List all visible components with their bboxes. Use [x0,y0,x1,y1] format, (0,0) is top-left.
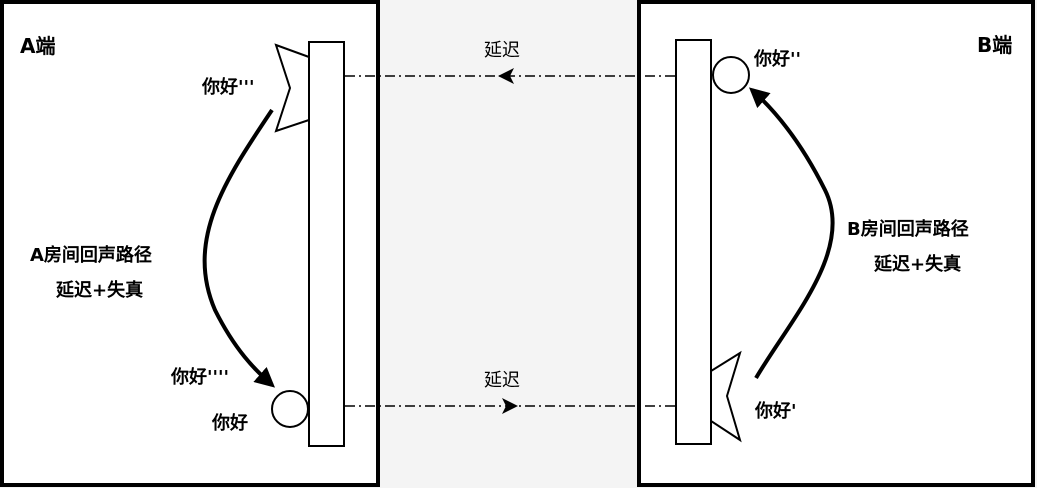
echo-path-a-label-2: 延迟+失真 [55,279,143,301]
speaker-a-label: 你好''' [201,76,255,98]
bottom-direction-arrow-icon [502,398,518,414]
echo-path-a-label-1: A房间回声路径 [30,244,152,266]
mic-b-label: 你好'' [753,48,801,70]
device-a-bar [308,41,345,447]
side-b-title: B端 [977,33,1012,57]
echo-path-a-arrow [202,108,275,388]
device-b-bar [675,39,712,445]
mic-a-label: 你好 [211,412,248,434]
top-delay-label: 延迟 [484,40,520,61]
mic-b-icon [712,56,750,94]
echo-path-b-arrow [749,87,835,380]
echo-path-b-label-1: B房间回声路径 [847,218,969,240]
mic-a-icon [271,390,309,428]
side-a-title: A端 [20,34,55,58]
top-direction-arrow-icon [498,68,514,84]
speaker-b-label: 你好' [754,400,797,422]
speaker-a-icon [274,43,310,133]
echo-a-label: 你好'''' [170,366,229,388]
echo-path-b-label-2: 延迟+失真 [873,253,961,275]
speaker-b-icon [710,350,742,443]
bottom-delay-label: 延迟 [484,370,520,391]
